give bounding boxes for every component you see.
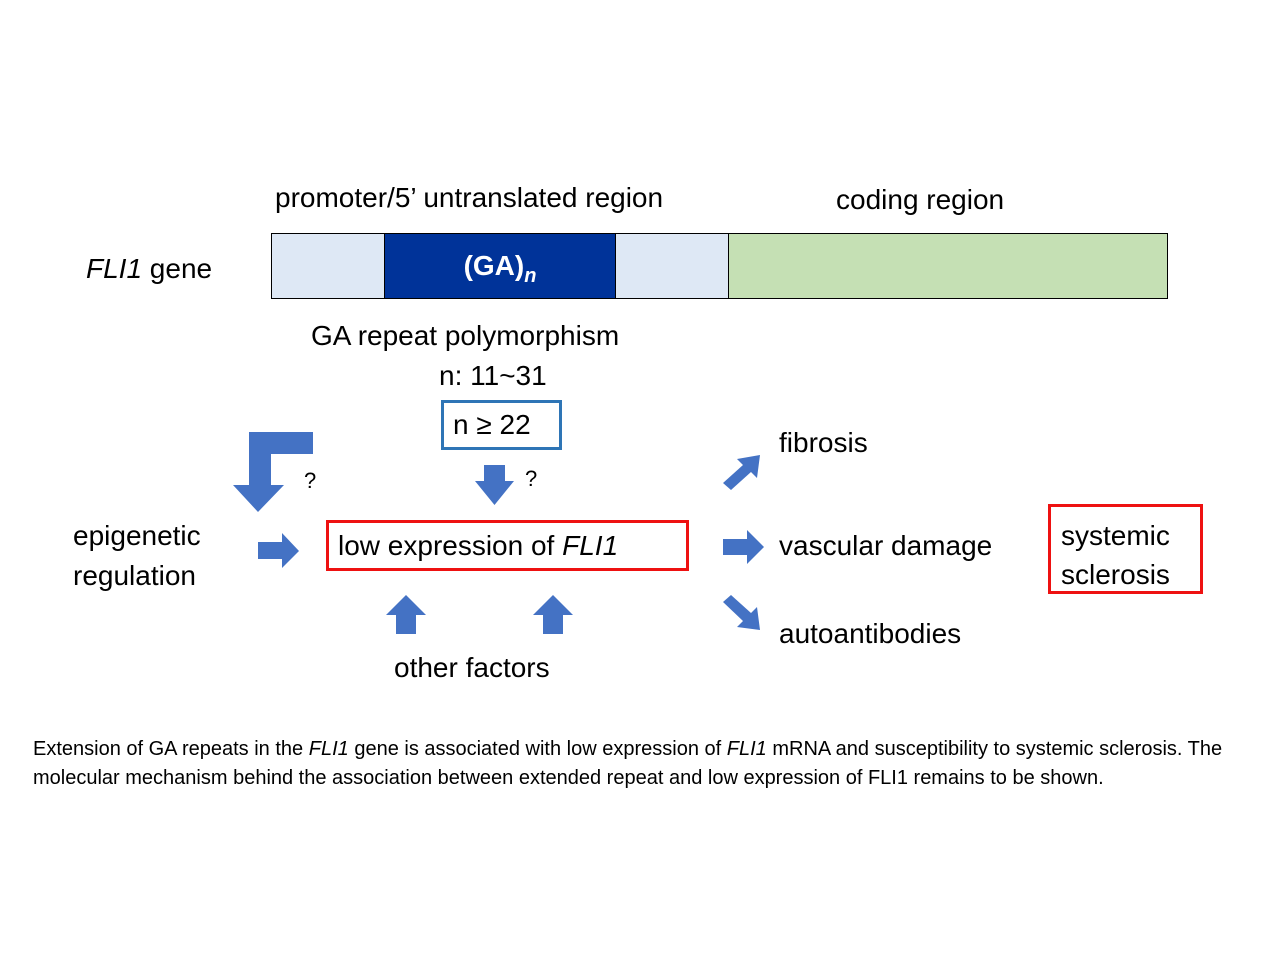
gene-word: gene	[142, 253, 213, 284]
threshold-box: n ≥ 22	[441, 400, 562, 450]
utr-segment-left	[271, 233, 385, 299]
outcome-vascular-damage: vascular damage	[779, 530, 993, 561]
coding-segment	[728, 233, 1168, 299]
outcome-fibrosis: fibrosis	[779, 427, 868, 458]
disease-label-line1: systemic	[1061, 520, 1170, 551]
gene-label: FLI1 gene	[86, 255, 212, 283]
diagonal-up-arrow-icon	[723, 455, 760, 490]
utr-segment-right	[615, 233, 729, 299]
outcome-autoantibodies: autoantibodies	[779, 618, 962, 649]
promoter-region-label: promoter/5’ untranslated region	[275, 182, 664, 213]
bent-arrow-icon	[233, 432, 313, 512]
disease-label-line2: sclerosis	[1061, 559, 1170, 590]
other-factors-label: other factors	[394, 652, 550, 683]
polymorphism-range: n: 11~31	[439, 360, 547, 391]
epigenetic-label-line2: regulation	[73, 560, 196, 591]
right-arrow-icon	[258, 533, 299, 568]
figure-caption: Extension of GA repeats in the FLI1 gene…	[33, 738, 1223, 789]
coding-region-label: coding region	[836, 184, 1005, 215]
gene-name: FLI1	[86, 253, 143, 284]
up-arrow-icon	[533, 595, 573, 634]
low-expression-box: low expression of FLI1	[326, 520, 689, 571]
epigenetic-label-line1: epigenetic	[73, 520, 201, 551]
up-arrow-icon	[386, 595, 426, 634]
low-expression-label: low expression of FLI1	[338, 529, 619, 561]
threshold-label: n ≥ 22	[453, 409, 531, 440]
ga-repeat-segment: (GA)n	[384, 233, 616, 299]
question-mark-repeat: ?	[525, 466, 538, 491]
question-mark-epigenetic: ?	[304, 468, 317, 493]
ga-repeat-label: (GA)n	[463, 250, 537, 287]
polymorphism-title: GA repeat polymorphism	[311, 320, 620, 351]
down-arrow-icon	[475, 465, 514, 505]
diagonal-down-arrow-icon	[723, 595, 760, 630]
right-arrow-icon	[723, 530, 764, 564]
disease-box: systemic sclerosis	[1048, 504, 1203, 594]
